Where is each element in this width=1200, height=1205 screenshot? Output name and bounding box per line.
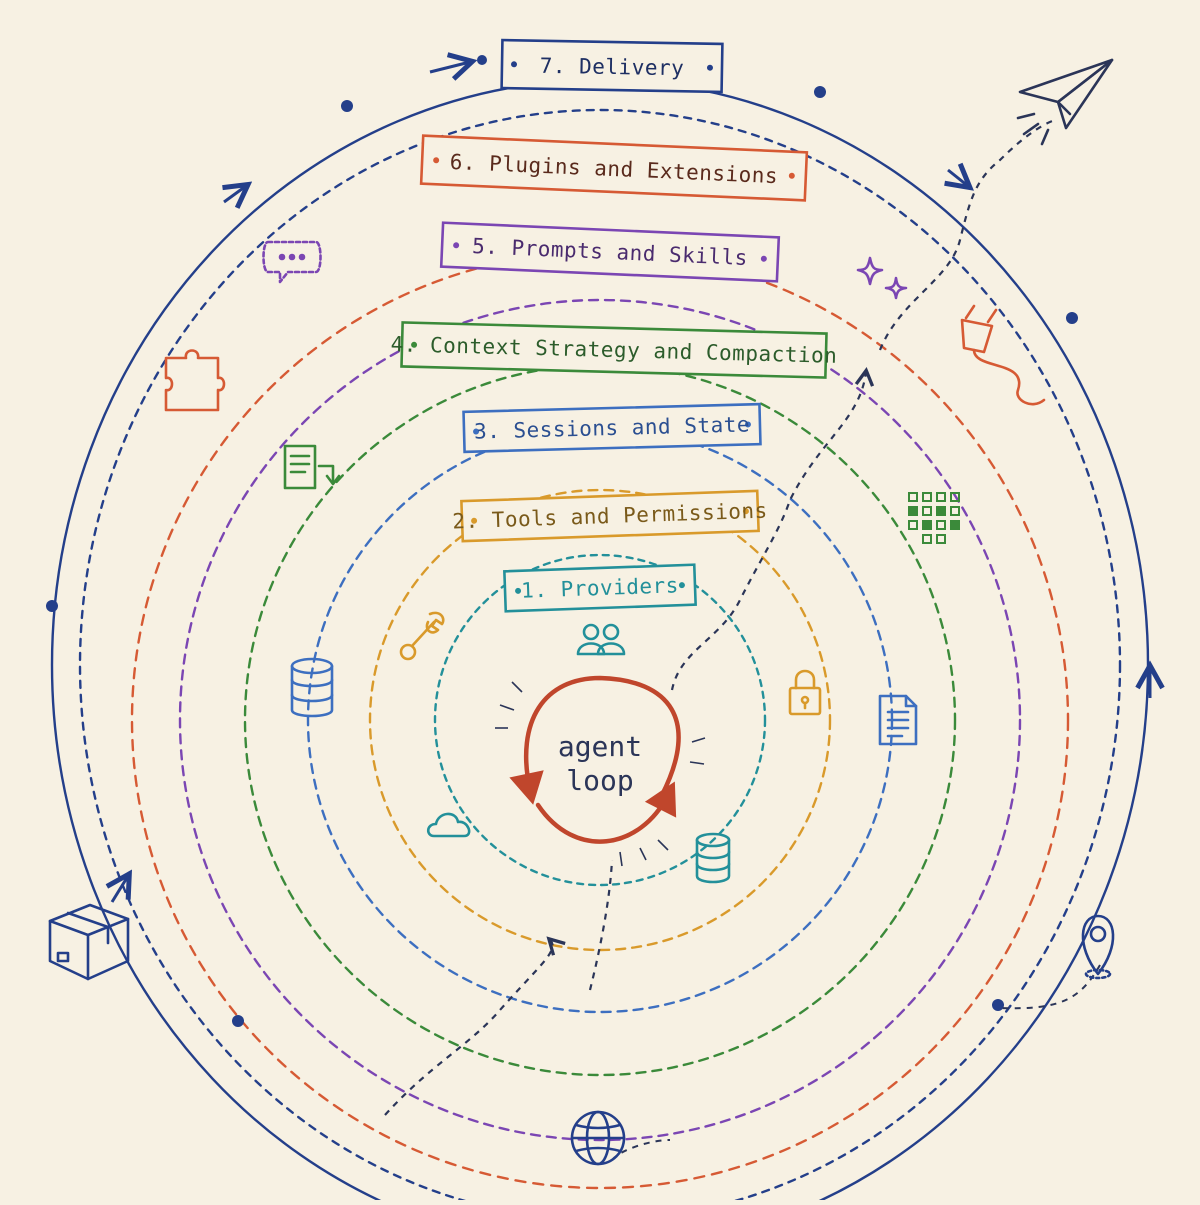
ring-delivery-inner xyxy=(78,108,1122,1205)
ring-context xyxy=(243,363,957,1077)
grid-icon xyxy=(908,492,960,544)
ring-dot xyxy=(232,1015,244,1027)
ring-prompts xyxy=(178,298,1022,1142)
globe-icon xyxy=(570,1110,626,1166)
journey-path xyxy=(384,118,1101,1161)
center-label-line2: loop xyxy=(566,764,633,797)
label-box xyxy=(460,489,760,543)
document-icon xyxy=(878,694,918,746)
arrow-icon xyxy=(429,62,470,72)
label-context: 4. Context Strategy and Compaction xyxy=(390,321,838,379)
label-box xyxy=(500,38,724,94)
notes-transfer-icon xyxy=(283,444,341,490)
ring-dot xyxy=(341,100,353,112)
arrow-icon xyxy=(948,170,968,186)
sparkle-icon xyxy=(856,256,908,300)
ring-dot xyxy=(477,55,487,65)
ring-dot xyxy=(46,600,58,612)
label-delivery-text: 7. Delivery xyxy=(539,54,684,81)
delivery-ring-arrows xyxy=(112,62,1150,903)
label-box xyxy=(503,563,697,613)
package-icon xyxy=(48,903,130,981)
ring-dot xyxy=(992,999,1004,1011)
ring-dot xyxy=(814,86,826,98)
wrench-icon xyxy=(399,611,445,661)
label-providers: 1. Providers xyxy=(503,563,697,613)
plug-icon xyxy=(960,304,1046,406)
label-sessions: 3. Sessions and State xyxy=(462,402,762,454)
center-label-line1: agent xyxy=(558,730,642,763)
icons xyxy=(48,58,1115,1166)
cloud-icon xyxy=(426,812,471,838)
chat-bubble-icon xyxy=(262,240,322,284)
ring-dot xyxy=(1066,312,1078,324)
label-box xyxy=(419,134,809,202)
label-prompts: 5. Prompts and Skills xyxy=(439,221,781,283)
label-box xyxy=(439,221,781,283)
ring-plugins xyxy=(130,250,1070,1190)
arrow-icon xyxy=(112,876,128,903)
puzzle-icon xyxy=(164,349,226,412)
database-icon xyxy=(290,657,334,718)
label-providers-text: 1. Providers xyxy=(521,573,679,602)
location-pin-icon xyxy=(1081,914,1115,980)
label-box xyxy=(462,402,762,454)
database-icon xyxy=(695,832,731,884)
label-tools: 2. Tools and Permissions xyxy=(452,489,768,543)
delivery-ring-markers xyxy=(46,55,1078,1027)
label-delivery: 7. Delivery xyxy=(500,38,724,94)
users-icon xyxy=(576,623,626,656)
label-plugins: 6. Plugins and Extensions xyxy=(419,134,809,202)
paper-plane-icon xyxy=(1016,58,1114,146)
ring-providers xyxy=(433,553,767,887)
agent-loop-center: agent loop xyxy=(495,675,706,867)
ring-labels: 1. Providers 2. Tools and Permissions 3.… xyxy=(390,38,838,613)
motion-lines-icon xyxy=(495,681,706,867)
loop-arrow-icon xyxy=(509,675,681,805)
lock-icon xyxy=(788,669,822,716)
arrow-icon xyxy=(224,186,246,202)
loop-arrow-icon xyxy=(535,781,677,844)
label-box xyxy=(400,321,828,379)
